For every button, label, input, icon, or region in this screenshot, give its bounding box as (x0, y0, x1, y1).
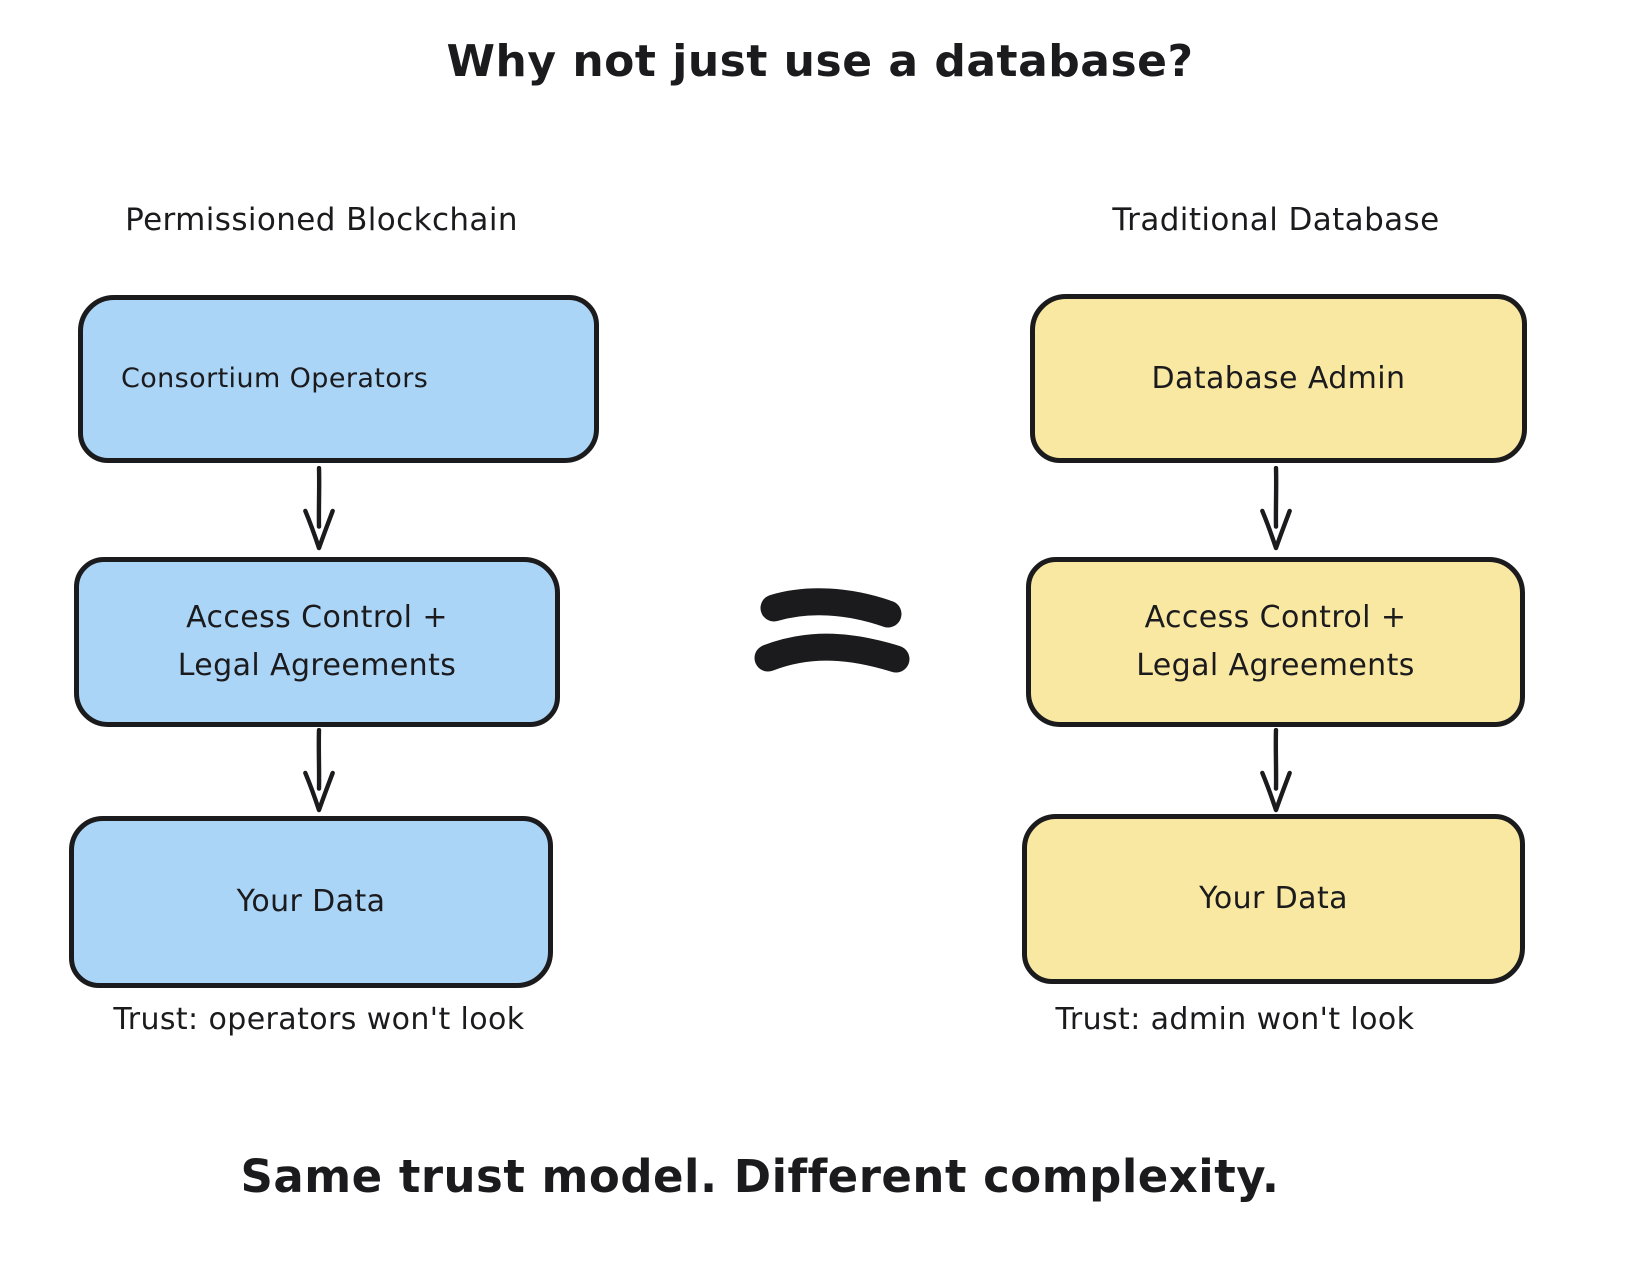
box-label: Your Data (1199, 881, 1348, 916)
box-label: Legal Agreements (1136, 648, 1415, 683)
box-label: Your Data (236, 884, 386, 919)
blockchain-your-data-box: Your Data (69, 816, 553, 988)
left-column-heading: Permissioned Blockchain (125, 202, 518, 238)
database-your-data-box: Your Data (1022, 814, 1525, 984)
down-arrow-icon (1260, 466, 1292, 551)
box-label: Database Admin (1151, 360, 1406, 396)
box-label: Access Control + (1144, 600, 1407, 635)
blockchain-trust-note: Trust: operators won't look (113, 1002, 525, 1037)
database-admin-box: Database Admin (1030, 294, 1527, 463)
diagram-title: Why not just use a database? (446, 36, 1194, 87)
down-arrow-icon (1260, 728, 1292, 813)
database-access-control-box: Access Control + Legal Agreements (1026, 557, 1525, 727)
consortium-operators-box: Consortium Operators (78, 295, 599, 463)
down-arrow-icon (303, 728, 335, 813)
box-label: Legal Agreements (177, 648, 457, 683)
blockchain-access-control-box: Access Control + Legal Agreements (74, 557, 560, 727)
equals-icon (754, 588, 910, 673)
down-arrow-icon (303, 466, 335, 551)
box-label: Consortium Operators (121, 363, 429, 395)
diagram-caption: Same trust model. Different complexity. (240, 1150, 1280, 1203)
right-column-heading: Traditional Database (1112, 202, 1440, 238)
database-trust-note: Trust: admin won't look (1055, 1002, 1415, 1037)
box-label: Access Control + (186, 600, 448, 635)
